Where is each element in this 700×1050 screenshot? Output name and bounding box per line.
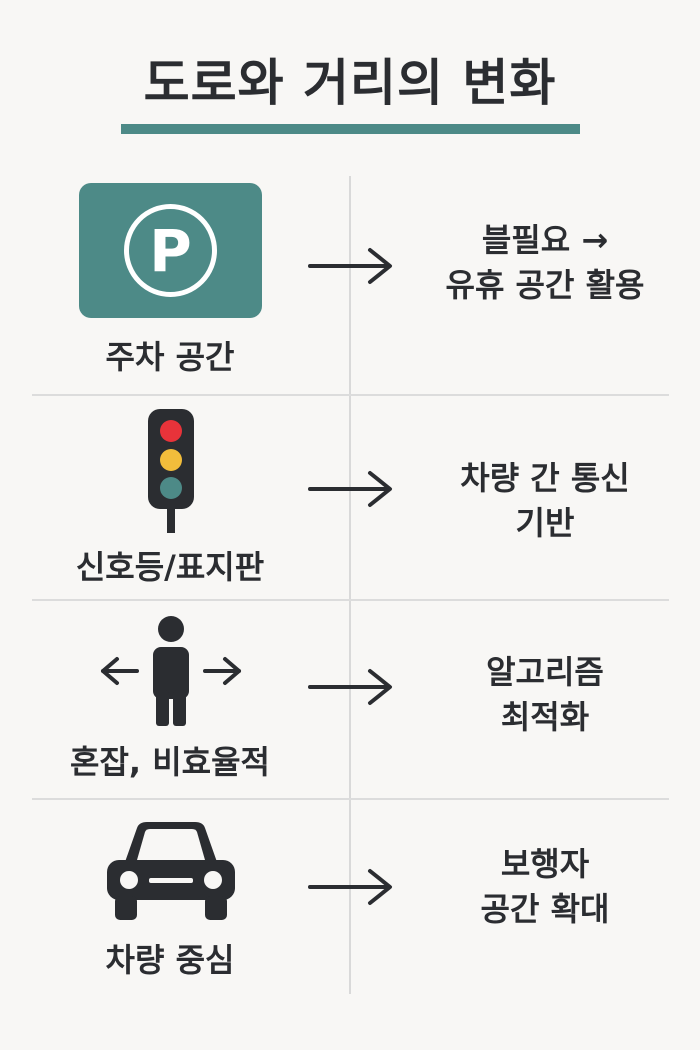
row-4-left-label: 차량 중심 (105, 941, 235, 979)
row-2-right-text: 차량 간 통신 기반 (395, 456, 695, 546)
traffic-light-icon (148, 409, 194, 537)
title-underline (121, 124, 580, 134)
row-3-left-label: 혼잡, 비효율적 (70, 743, 270, 781)
row-divider (32, 599, 669, 601)
page-title: 도로와 거리의 변화 (143, 54, 557, 112)
car-icon (103, 822, 239, 926)
arrow-right-icon (308, 869, 392, 905)
arrow-right-icon (308, 669, 392, 705)
row-3-right-text: 알고리즘 최적화 (395, 650, 695, 740)
row-3-right-line-2: 최적화 (500, 698, 590, 736)
row-divider (32, 798, 669, 800)
row-1-left-label: 주차 공간 (105, 338, 235, 376)
row-divider (32, 394, 669, 396)
arrow-right-icon (308, 248, 392, 284)
row-4-right-text: 보행자 공간 확대 (395, 842, 695, 932)
row-1-right-line-1: 블필요 → (481, 221, 609, 259)
column-divider (349, 176, 351, 994)
arrow-right-icon (308, 471, 392, 507)
row-1-right-text: 블필요 → 유휴 공간 활용 (395, 218, 695, 308)
pedestrian-arrows-icon (97, 616, 245, 732)
row-3-right-line-1: 알고리즘 (486, 653, 604, 691)
row-2-right-line-2: 기반 (515, 504, 575, 542)
svg-text:P: P (149, 217, 192, 285)
row-4-right-line-1: 보행자 (500, 845, 590, 883)
row-2-left-label: 신호등/표지판 (75, 548, 265, 586)
row-1-right-line-2: 유휴 공간 활용 (445, 266, 645, 304)
row-2-right-line-1: 차량 간 통신 (460, 459, 630, 497)
parking-sign-icon: P (79, 183, 262, 322)
row-4-right-line-2: 공간 확대 (480, 890, 610, 928)
